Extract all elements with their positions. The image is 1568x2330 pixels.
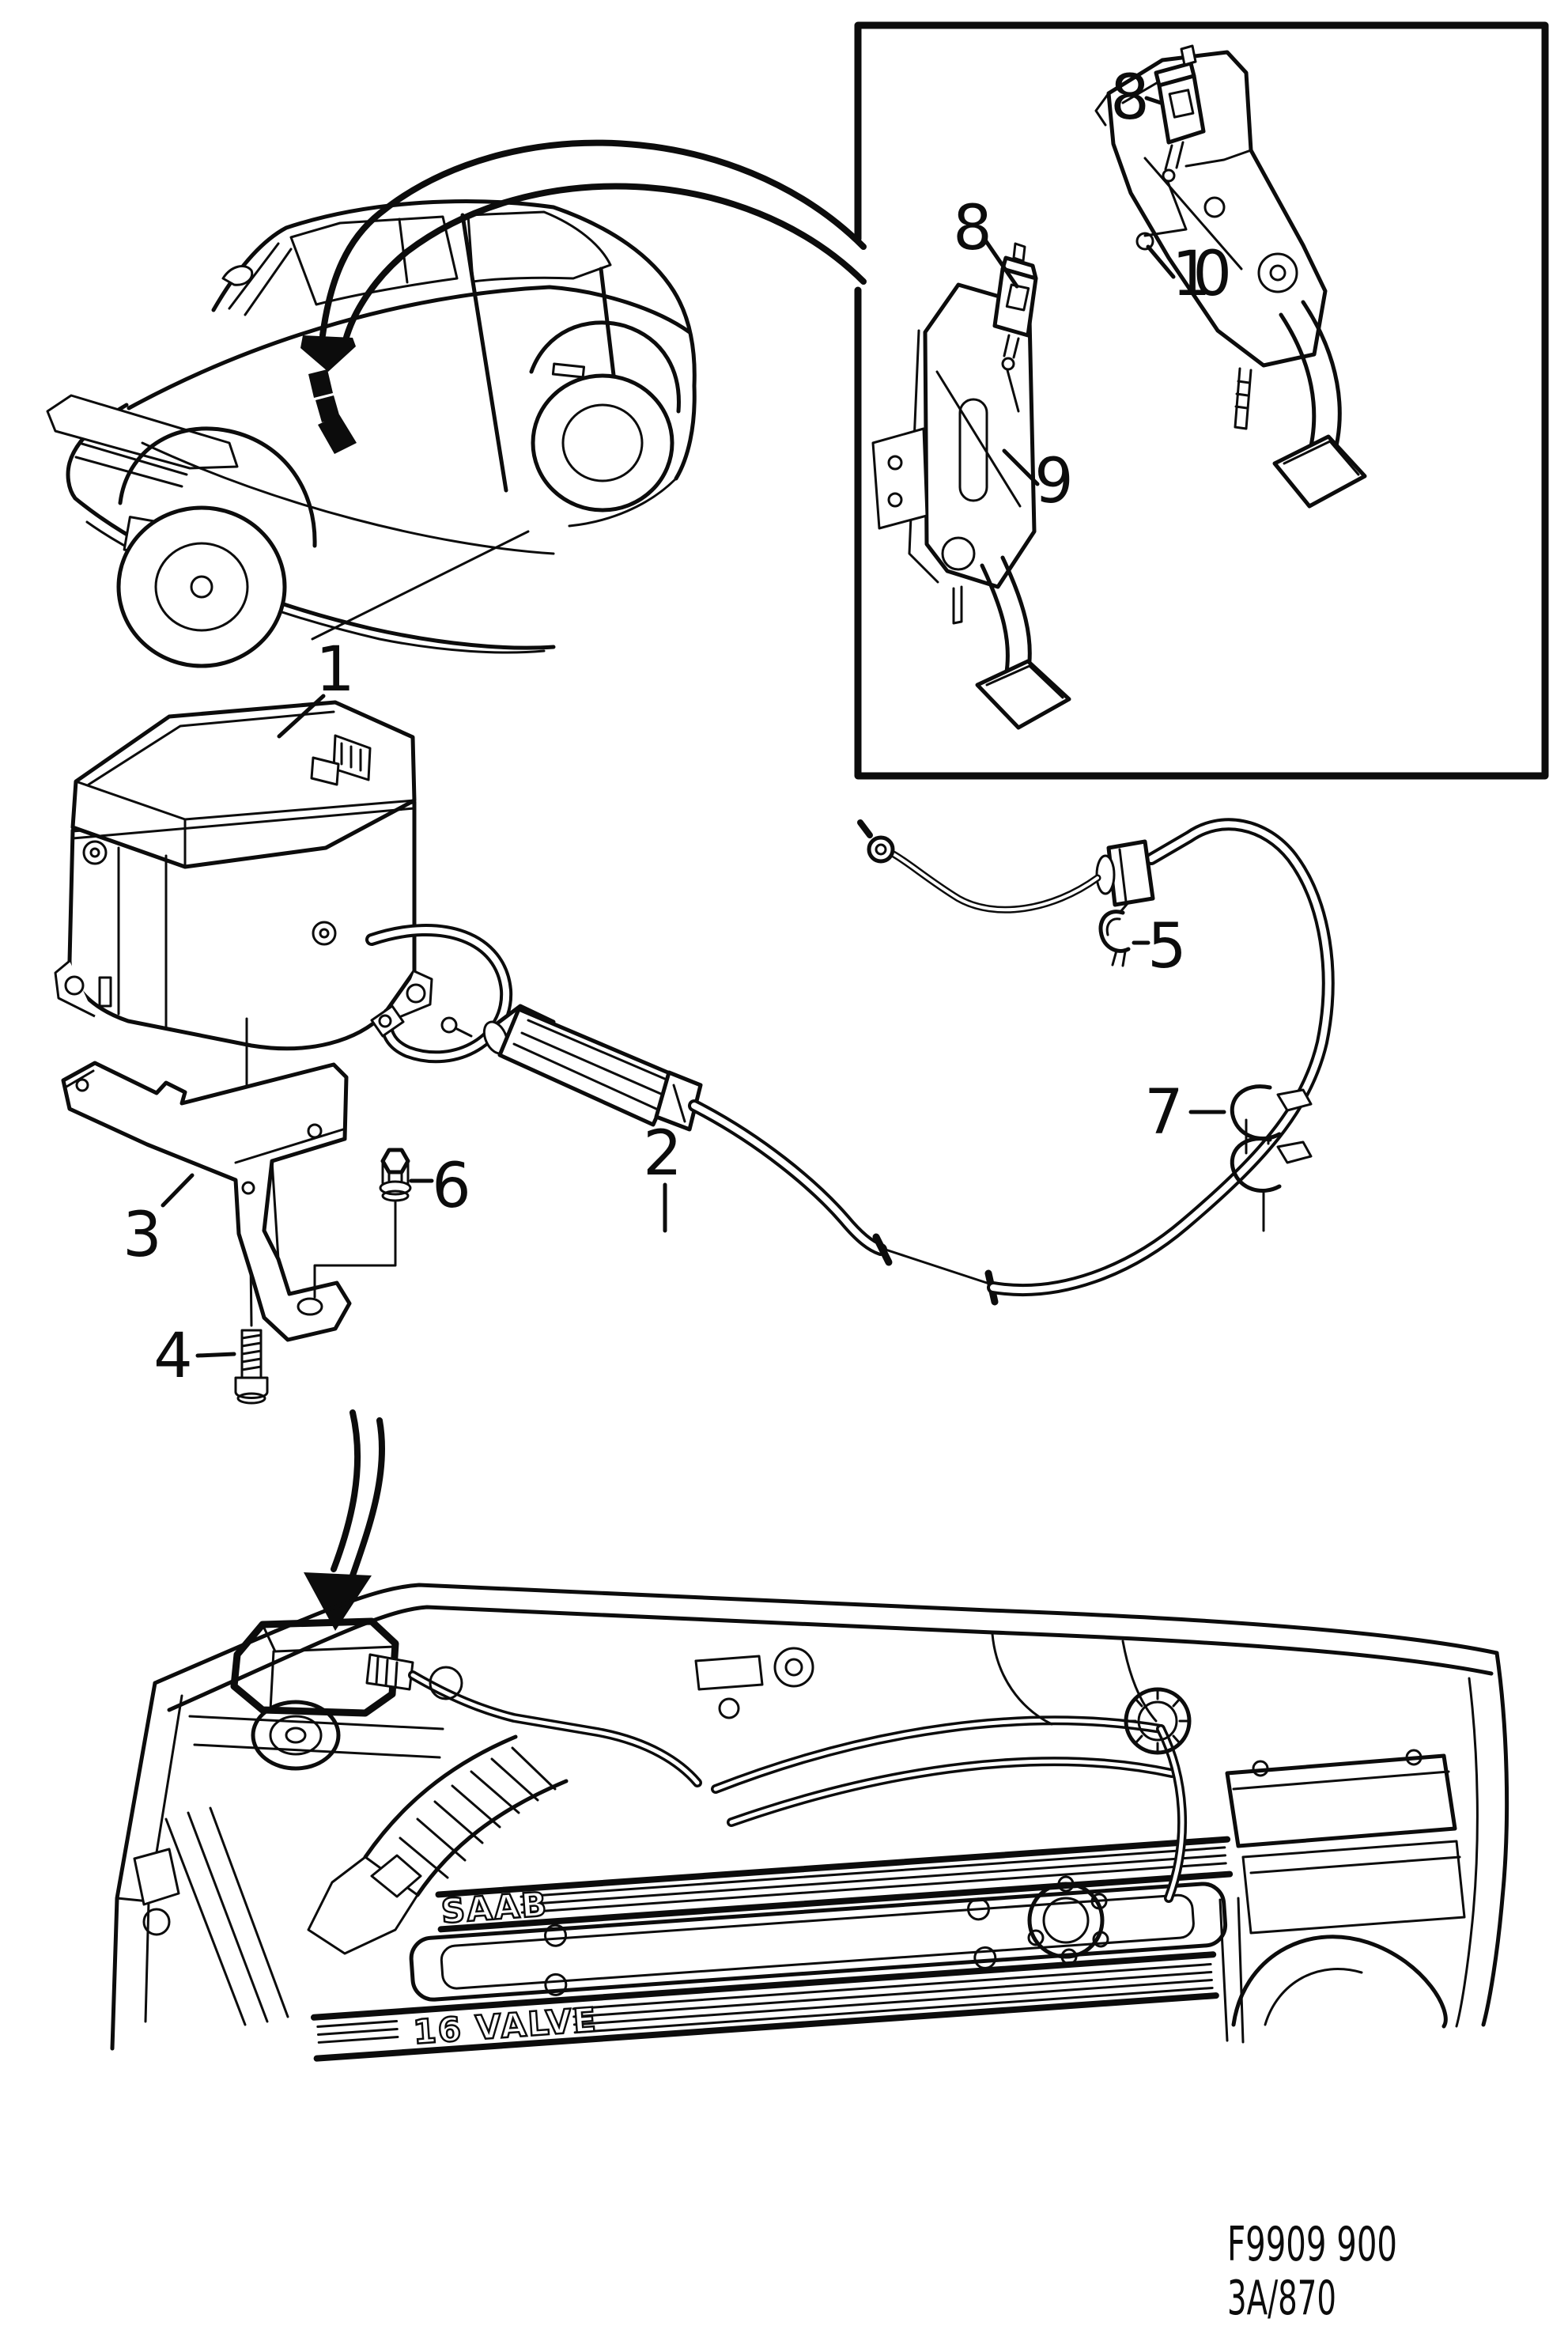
cable-eyelet bbox=[867, 835, 895, 864]
install-location-arrow bbox=[304, 1409, 385, 1631]
valve-cover: SAAB 16 VALVE bbox=[310, 1836, 1234, 2062]
callout-10-number: 10 bbox=[1172, 239, 1232, 310]
leader-line bbox=[1146, 244, 1176, 279]
callout-9-number: 9 bbox=[1034, 446, 1074, 517]
callout-5-number: 5 bbox=[1147, 911, 1187, 982]
callout-1-number: 1 bbox=[315, 634, 355, 705]
callout-2: 2 bbox=[643, 1118, 682, 1233]
brake-pedal-assembly bbox=[1094, 50, 1367, 509]
callout-10: 10 bbox=[1146, 239, 1232, 310]
clutch-pedal-assembly bbox=[871, 282, 1071, 730]
leader-line bbox=[984, 239, 1019, 289]
arrowhead-down-icon bbox=[304, 1572, 372, 1631]
brake-pedal-switch bbox=[1143, 44, 1206, 237]
location-swoosh-arrow bbox=[300, 139, 867, 454]
arrowhead-down-icon bbox=[300, 335, 356, 372]
inset-border bbox=[854, 21, 1549, 780]
figure-footer: F9909 900 3A/870 bbox=[1227, 2217, 1397, 2326]
figure-number-text: F9909 900 bbox=[1227, 2217, 1397, 2272]
callout-7-number: 7 bbox=[1144, 1077, 1184, 1148]
leader-line bbox=[161, 1173, 195, 1208]
engine-bay-illustration: SAAB 16 VALVE bbox=[110, 1583, 1509, 2062]
installed-actuator bbox=[230, 1617, 697, 1783]
flange-nut bbox=[313, 1148, 412, 1299]
valve-cover-brand-text: SAAB bbox=[440, 1885, 549, 1931]
callout-7: 7 bbox=[1144, 1077, 1226, 1148]
pedal-inset-panel: 8 8 9 10 bbox=[854, 21, 1549, 780]
callout-8-left-number: 8 bbox=[953, 193, 992, 264]
callout-8-left: 8 bbox=[953, 193, 1019, 289]
mounting-bracket bbox=[61, 1061, 352, 1342]
mounting-screw bbox=[234, 1329, 269, 1405]
callout-5: 5 bbox=[1132, 911, 1187, 982]
cable-clip-5 bbox=[1098, 900, 1131, 967]
callout-3-number: 3 bbox=[123, 1200, 162, 1271]
cruise-actuator-unit bbox=[54, 700, 506, 1327]
callout-8-right-number: 8 bbox=[1110, 62, 1150, 134]
callout-6-number: 6 bbox=[432, 1151, 471, 1222]
leader-line bbox=[195, 1352, 236, 1358]
callout-6: 6 bbox=[409, 1151, 471, 1222]
callout-4-number: 4 bbox=[153, 1321, 193, 1392]
leader-line bbox=[1144, 96, 1163, 105]
section-code-text: 3A/870 bbox=[1227, 2271, 1336, 2326]
callout-1: 1 bbox=[277, 634, 355, 739]
leader-line bbox=[277, 694, 326, 739]
callout-9: 9 bbox=[1002, 446, 1074, 517]
car-illustration bbox=[46, 199, 697, 668]
leader-line bbox=[1002, 448, 1040, 486]
cable-clip-7 bbox=[1230, 1084, 1313, 1232]
callout-2-number: 2 bbox=[643, 1118, 682, 1190]
callout-4: 4 bbox=[153, 1321, 236, 1392]
callout-3: 3 bbox=[123, 1173, 195, 1271]
callout-8-right: 8 bbox=[1110, 62, 1163, 134]
throttle-cable bbox=[482, 823, 1328, 1306]
